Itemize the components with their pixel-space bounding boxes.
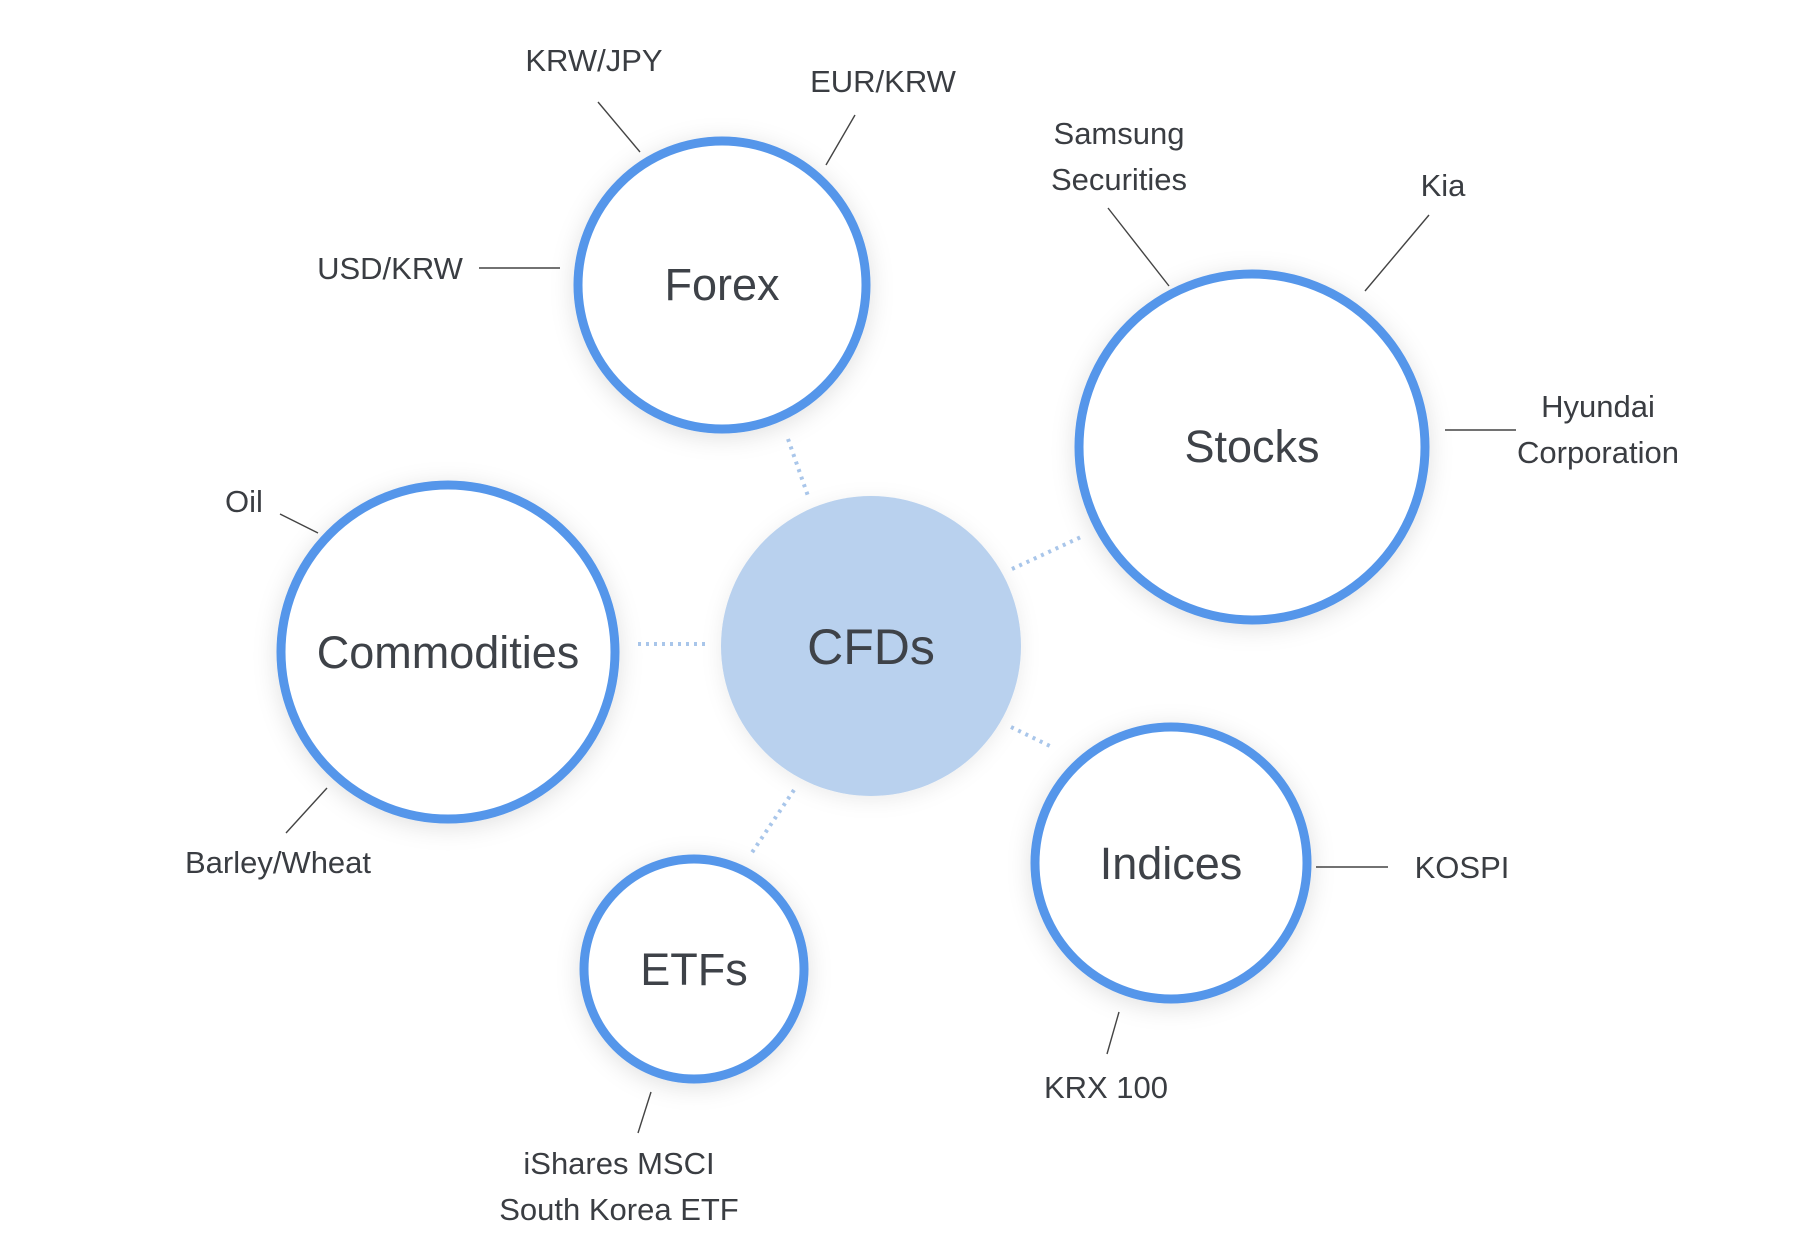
- leaf-samsung-securities-line1: Samsung: [1054, 116, 1185, 151]
- leader-line: [1364, 214, 1430, 292]
- forex-label: Forex: [664, 259, 780, 310]
- leader-line: [279, 513, 319, 534]
- leaf-samsung-securities-line2: Securities: [1051, 162, 1187, 197]
- leaf-krw-jpy: KRW/JPY: [525, 43, 662, 78]
- commodities-node: [276, 480, 620, 824]
- leaf-hyundai-line1: Hyundai: [1541, 389, 1655, 424]
- leader-line: [637, 1091, 652, 1134]
- leader-line: [1107, 207, 1170, 287]
- leaf-oil: Oil: [225, 484, 263, 519]
- leaf-hyundai-line2: Corporation: [1517, 435, 1679, 470]
- connector-etfs: [749, 788, 796, 856]
- etfs-label: ETFs: [640, 944, 748, 995]
- leaf-ishares-line1: iShares MSCI: [523, 1146, 714, 1181]
- leaf-eur-krw: EUR/KRW: [810, 64, 957, 99]
- leaf-kia: Kia: [1421, 168, 1467, 203]
- stocks-label: Stocks: [1184, 421, 1319, 472]
- leaf-krx-100: KRX 100: [1044, 1070, 1168, 1105]
- leader-line: [285, 787, 328, 834]
- leader-line: [597, 101, 641, 153]
- etfs-node: [579, 854, 809, 1084]
- connector-forex: [786, 438, 810, 497]
- leaf-ishares-line2: South Korea ETF: [499, 1192, 739, 1227]
- cfds-hub-circle: [721, 496, 1021, 796]
- stocks-node: [1074, 269, 1430, 625]
- connector-indices: [1010, 725, 1055, 750]
- leaf-kospi: KOSPI: [1415, 850, 1510, 885]
- leader-line: [825, 114, 856, 166]
- leader-line: [1106, 1011, 1120, 1055]
- leaf-usd-krw: USD/KRW: [317, 251, 464, 286]
- commodities-label: Commodities: [317, 627, 580, 678]
- indices-label: Indices: [1100, 838, 1243, 889]
- indices-node: [1030, 722, 1312, 1004]
- forex-node: [573, 136, 871, 434]
- connector-stocks: [1011, 535, 1082, 571]
- cfds-hub-label: CFDs: [807, 619, 935, 675]
- leaf-barley-wheat: Barley/Wheat: [185, 845, 371, 880]
